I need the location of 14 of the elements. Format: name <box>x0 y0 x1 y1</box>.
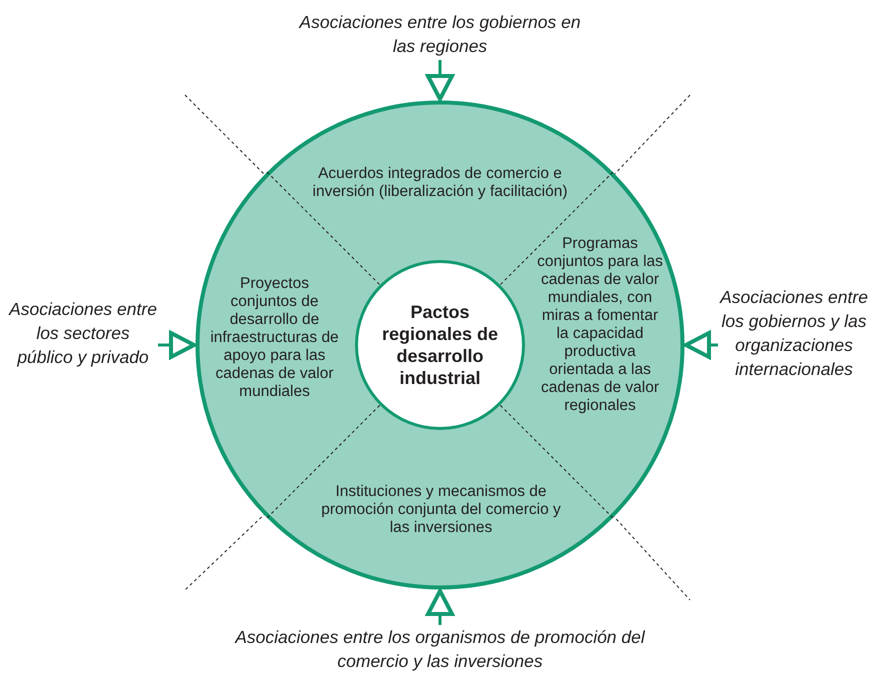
sector-text: Programas conjuntos para las cadenas de valor mundiales, con miras a fomentar la capacidad productiva orientada a las cadenas de valor regionales <box>535 235 665 457</box>
partnership-label: Asociaciones entre los gobiernos y las organizaciones internacionales <box>718 285 870 407</box>
arrow <box>684 331 718 359</box>
arrow <box>426 60 454 101</box>
partnership-label: Asociaciones entre los sectores público y privado <box>8 297 158 397</box>
sector-text: Proyectos conjuntos de desarrollo de infraestructuras de apoyo para las cadenas de valor mundiales <box>207 275 342 405</box>
arrow <box>158 331 196 359</box>
partnership-label: Asociaciones entre los gobiernos en las regiones <box>290 10 590 60</box>
center-title: Pactos regionales de desarrollo industrial <box>380 301 500 389</box>
ring-circle <box>195 100 685 590</box>
arrow <box>426 589 454 625</box>
sector-text: Acuerdos integrados de comercio e inversión (liberalización y facilitación) <box>290 165 590 221</box>
sector-text: Instituciones y mecanismos de promoción conjunta del comercio y las inversiones <box>310 483 572 539</box>
partnership-label: Asociaciones entre los organismos de promoción del comercio y las inversiones <box>230 625 650 675</box>
